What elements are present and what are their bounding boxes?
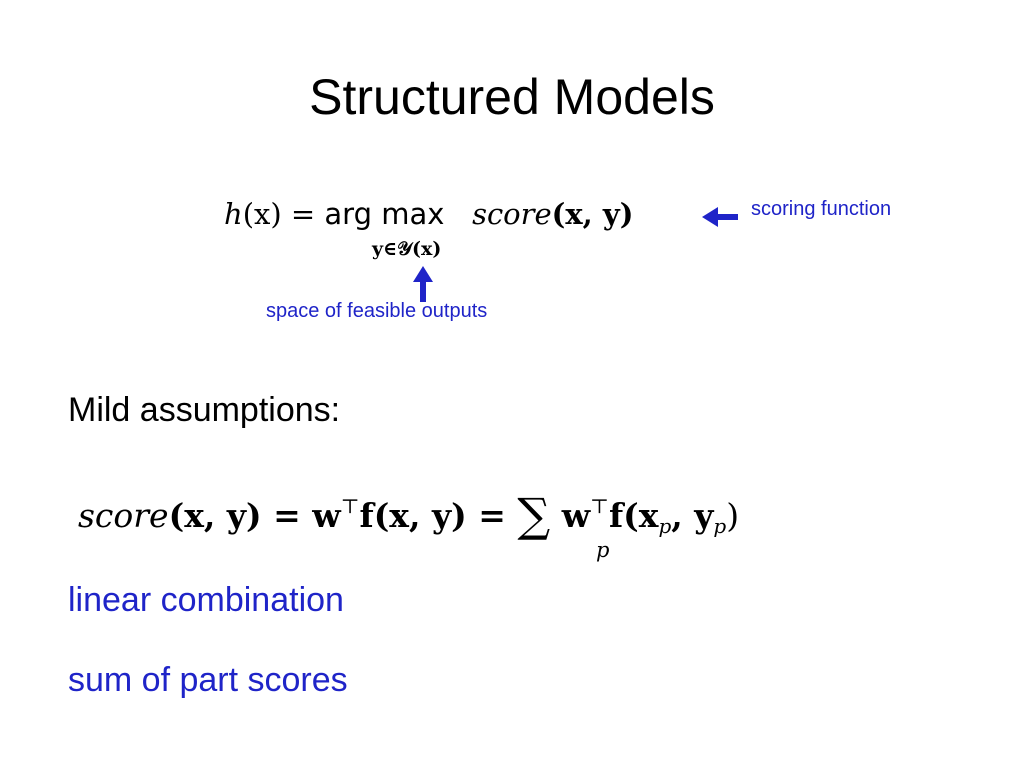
- score-args: (x, y): [551, 197, 634, 231]
- eq2-close: ): [726, 496, 740, 535]
- h-args: (x) =: [242, 197, 325, 231]
- sum-index: p: [596, 538, 610, 562]
- feasible-outputs-label: space of feasible outputs: [266, 300, 488, 322]
- mild-assumptions-text: Mild assumptions:: [68, 391, 341, 429]
- score-decomposition-equation: score(x, y) = w⊤f(x, y) = ∑ w⊤f(xp, yp): [78, 484, 739, 548]
- sum-of-part-scores-note: sum of part scores: [68, 661, 348, 699]
- sub-p-1: p: [658, 514, 672, 538]
- transpose-1: ⊤: [340, 494, 360, 518]
- eq2-part1: (x, y) = w: [168, 496, 341, 535]
- eq2-part3: f(x: [608, 496, 659, 535]
- score-symbol: score: [472, 197, 552, 231]
- argmax-equation: h(x) = arg max score(x, y): [224, 194, 633, 234]
- scoring-function-label: scoring function: [751, 198, 892, 220]
- arrow-left-icon: [702, 207, 738, 227]
- argmax-subscript: y∈𝒴(x): [372, 238, 442, 260]
- sub-p-2: p: [713, 514, 727, 538]
- eq2-w2: w: [550, 496, 591, 535]
- eq2-comma-y: , y: [671, 496, 714, 535]
- linear-combination-note: linear combination: [68, 581, 344, 619]
- transpose-2: ⊤: [590, 494, 609, 518]
- eq2-part2: f(x, y) =: [359, 496, 518, 535]
- slide-title: Structured Models: [309, 69, 715, 125]
- arrow-up-icon: [413, 266, 433, 302]
- score2-symbol: score: [78, 496, 169, 535]
- h-symbol: h: [224, 197, 243, 231]
- argmax-operator: arg max: [324, 197, 445, 231]
- sum-symbol: ∑: [517, 488, 551, 542]
